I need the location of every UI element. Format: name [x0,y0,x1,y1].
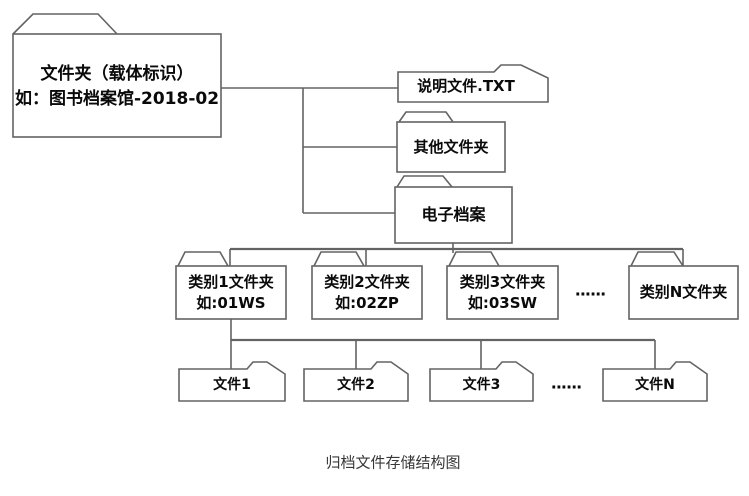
file3-shape [429,361,534,402]
category2-folder-tab-icon [313,251,365,267]
categoryN-folder-shape [628,265,739,320]
category1-folder-tab-icon [177,251,229,267]
other-folder-tab-icon [398,111,454,123]
fileN-shape [602,361,708,402]
other-folder-shape [396,121,506,173]
category1-folder-shape [175,265,287,320]
electronic-archive-folder-shape [394,186,513,244]
file-ellipsis: ...... [550,373,582,393]
categoryN-folder-tab-icon [630,251,684,267]
category3-folder-shape [446,265,559,320]
readme-file-shape [397,64,549,103]
category2-folder-shape [311,265,423,320]
root-folder-shape [12,33,222,138]
file2-shape [303,361,409,402]
electronic-archive-folder-tab-icon [396,175,453,188]
file1-shape [178,361,286,402]
diagram-caption: 归档文件存储结构图 [325,453,461,472]
category-ellipsis: ...... [574,280,606,300]
root-folder-tab-icon [12,13,118,35]
category3-folder-tab-icon [448,251,500,267]
